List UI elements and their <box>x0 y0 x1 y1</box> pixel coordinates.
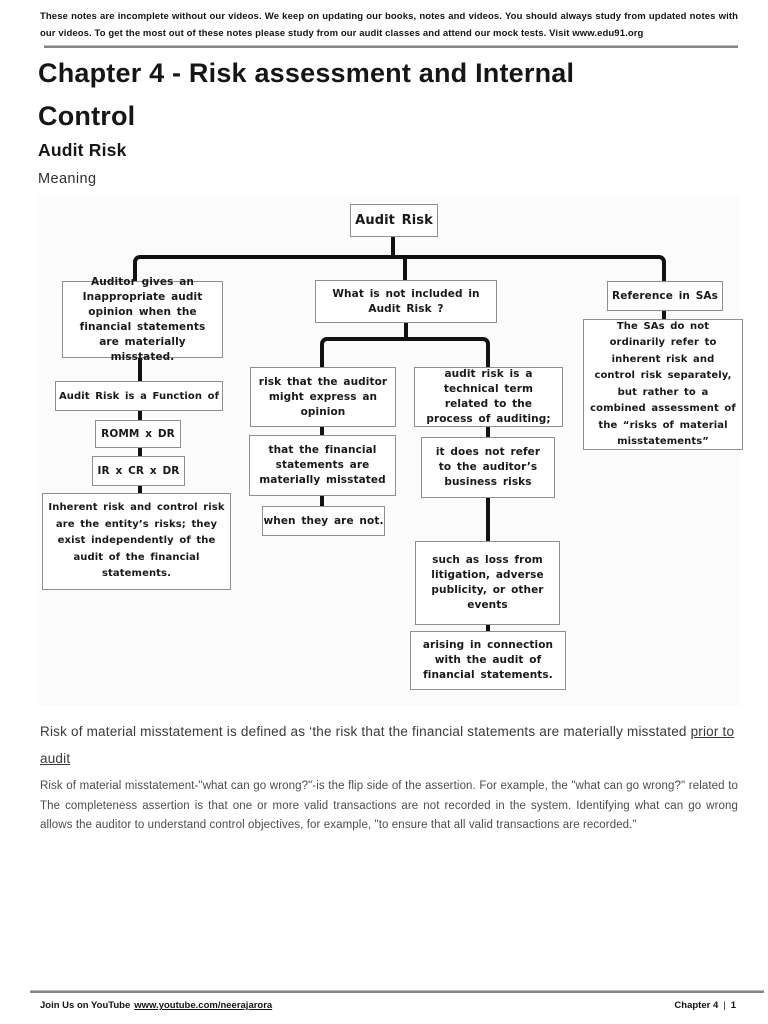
flow-box-not-business-risks: it does not refer to the auditor’s busin… <box>421 437 555 498</box>
connector <box>138 358 142 381</box>
connector <box>404 323 408 339</box>
flow-box-root: Audit Risk <box>350 204 438 237</box>
prior-to-audit-underlined: prior to audit <box>40 724 735 766</box>
connector <box>486 427 490 437</box>
flow-box-loss-from-litigation: such as loss from litigation, adverse pu… <box>415 541 560 625</box>
connector <box>486 625 490 631</box>
connector <box>403 257 407 281</box>
youtube-link[interactable]: www.youtube.com/neerajarora <box>134 1000 273 1011</box>
page-number: 1 <box>730 1000 736 1011</box>
flow-box-when-they-are-not: when they are not. <box>262 506 385 536</box>
romm-definition-text: Risk of material misstatement is defined… <box>40 724 687 739</box>
header-notice: These notes are incomplete without our v… <box>40 11 738 39</box>
flow-box-function-of: Audit Risk is a Function of <box>55 381 223 411</box>
flow-box-ir-cr-dr: IR x CR x DR <box>92 456 185 486</box>
flow-box-technical-term: audit risk is a technical term related t… <box>414 367 563 427</box>
romm-definition-paragraph: Risk of material misstatement is defined… <box>40 718 742 772</box>
footer-separator: | <box>723 1000 726 1011</box>
connector <box>138 486 142 493</box>
footer-right: Chapter 4 | 1 <box>674 1000 736 1011</box>
connector <box>320 496 324 506</box>
flow-box-inherent-control-risk: Inherent risk and control risk are the e… <box>42 493 231 590</box>
branch-bracket <box>133 255 666 281</box>
flow-box-might-express-opinion: risk that the auditor might express an o… <box>250 367 396 427</box>
connector <box>391 237 395 257</box>
flow-box-materially-misstated: that the financial statements are materi… <box>249 435 396 496</box>
connector <box>138 411 142 420</box>
page-title: Chapter 4 - Risk assessment and Internal… <box>38 58 575 131</box>
section-heading: Audit Risk <box>38 140 127 160</box>
header-divider <box>44 45 738 48</box>
audit-risk-flowchart: Audit Risk Auditor gives an Inappropriat… <box>38 196 743 706</box>
footer-divider <box>30 990 764 993</box>
connector <box>138 448 142 456</box>
join-us-label: Join Us on YouTube <box>40 1000 131 1011</box>
flow-box-sas-combined-assessment: The SAs do not ordinarily refer to inher… <box>583 319 743 450</box>
branch-bracket <box>320 337 490 367</box>
connector <box>486 498 490 541</box>
chapter-label: Chapter 4 <box>674 1000 719 1011</box>
flow-box-romm-dr: ROMM x DR <box>95 420 181 448</box>
flow-box-arising-in-connection: arising in connection with the audit of … <box>410 631 566 690</box>
flow-box-not-included-question: What is not included in Audit Risk ? <box>315 280 497 323</box>
connector <box>320 427 324 435</box>
subsection-label: Meaning <box>38 171 97 187</box>
what-can-go-wrong-paragraph: Risk of material misstatement-"what can … <box>40 780 738 831</box>
flow-box-reference-in-sas: Reference in SAs <box>607 281 723 311</box>
connector <box>662 311 666 319</box>
flow-box-inappropriate-opinion: Auditor gives an Inappropriate audit opi… <box>62 276 223 363</box>
